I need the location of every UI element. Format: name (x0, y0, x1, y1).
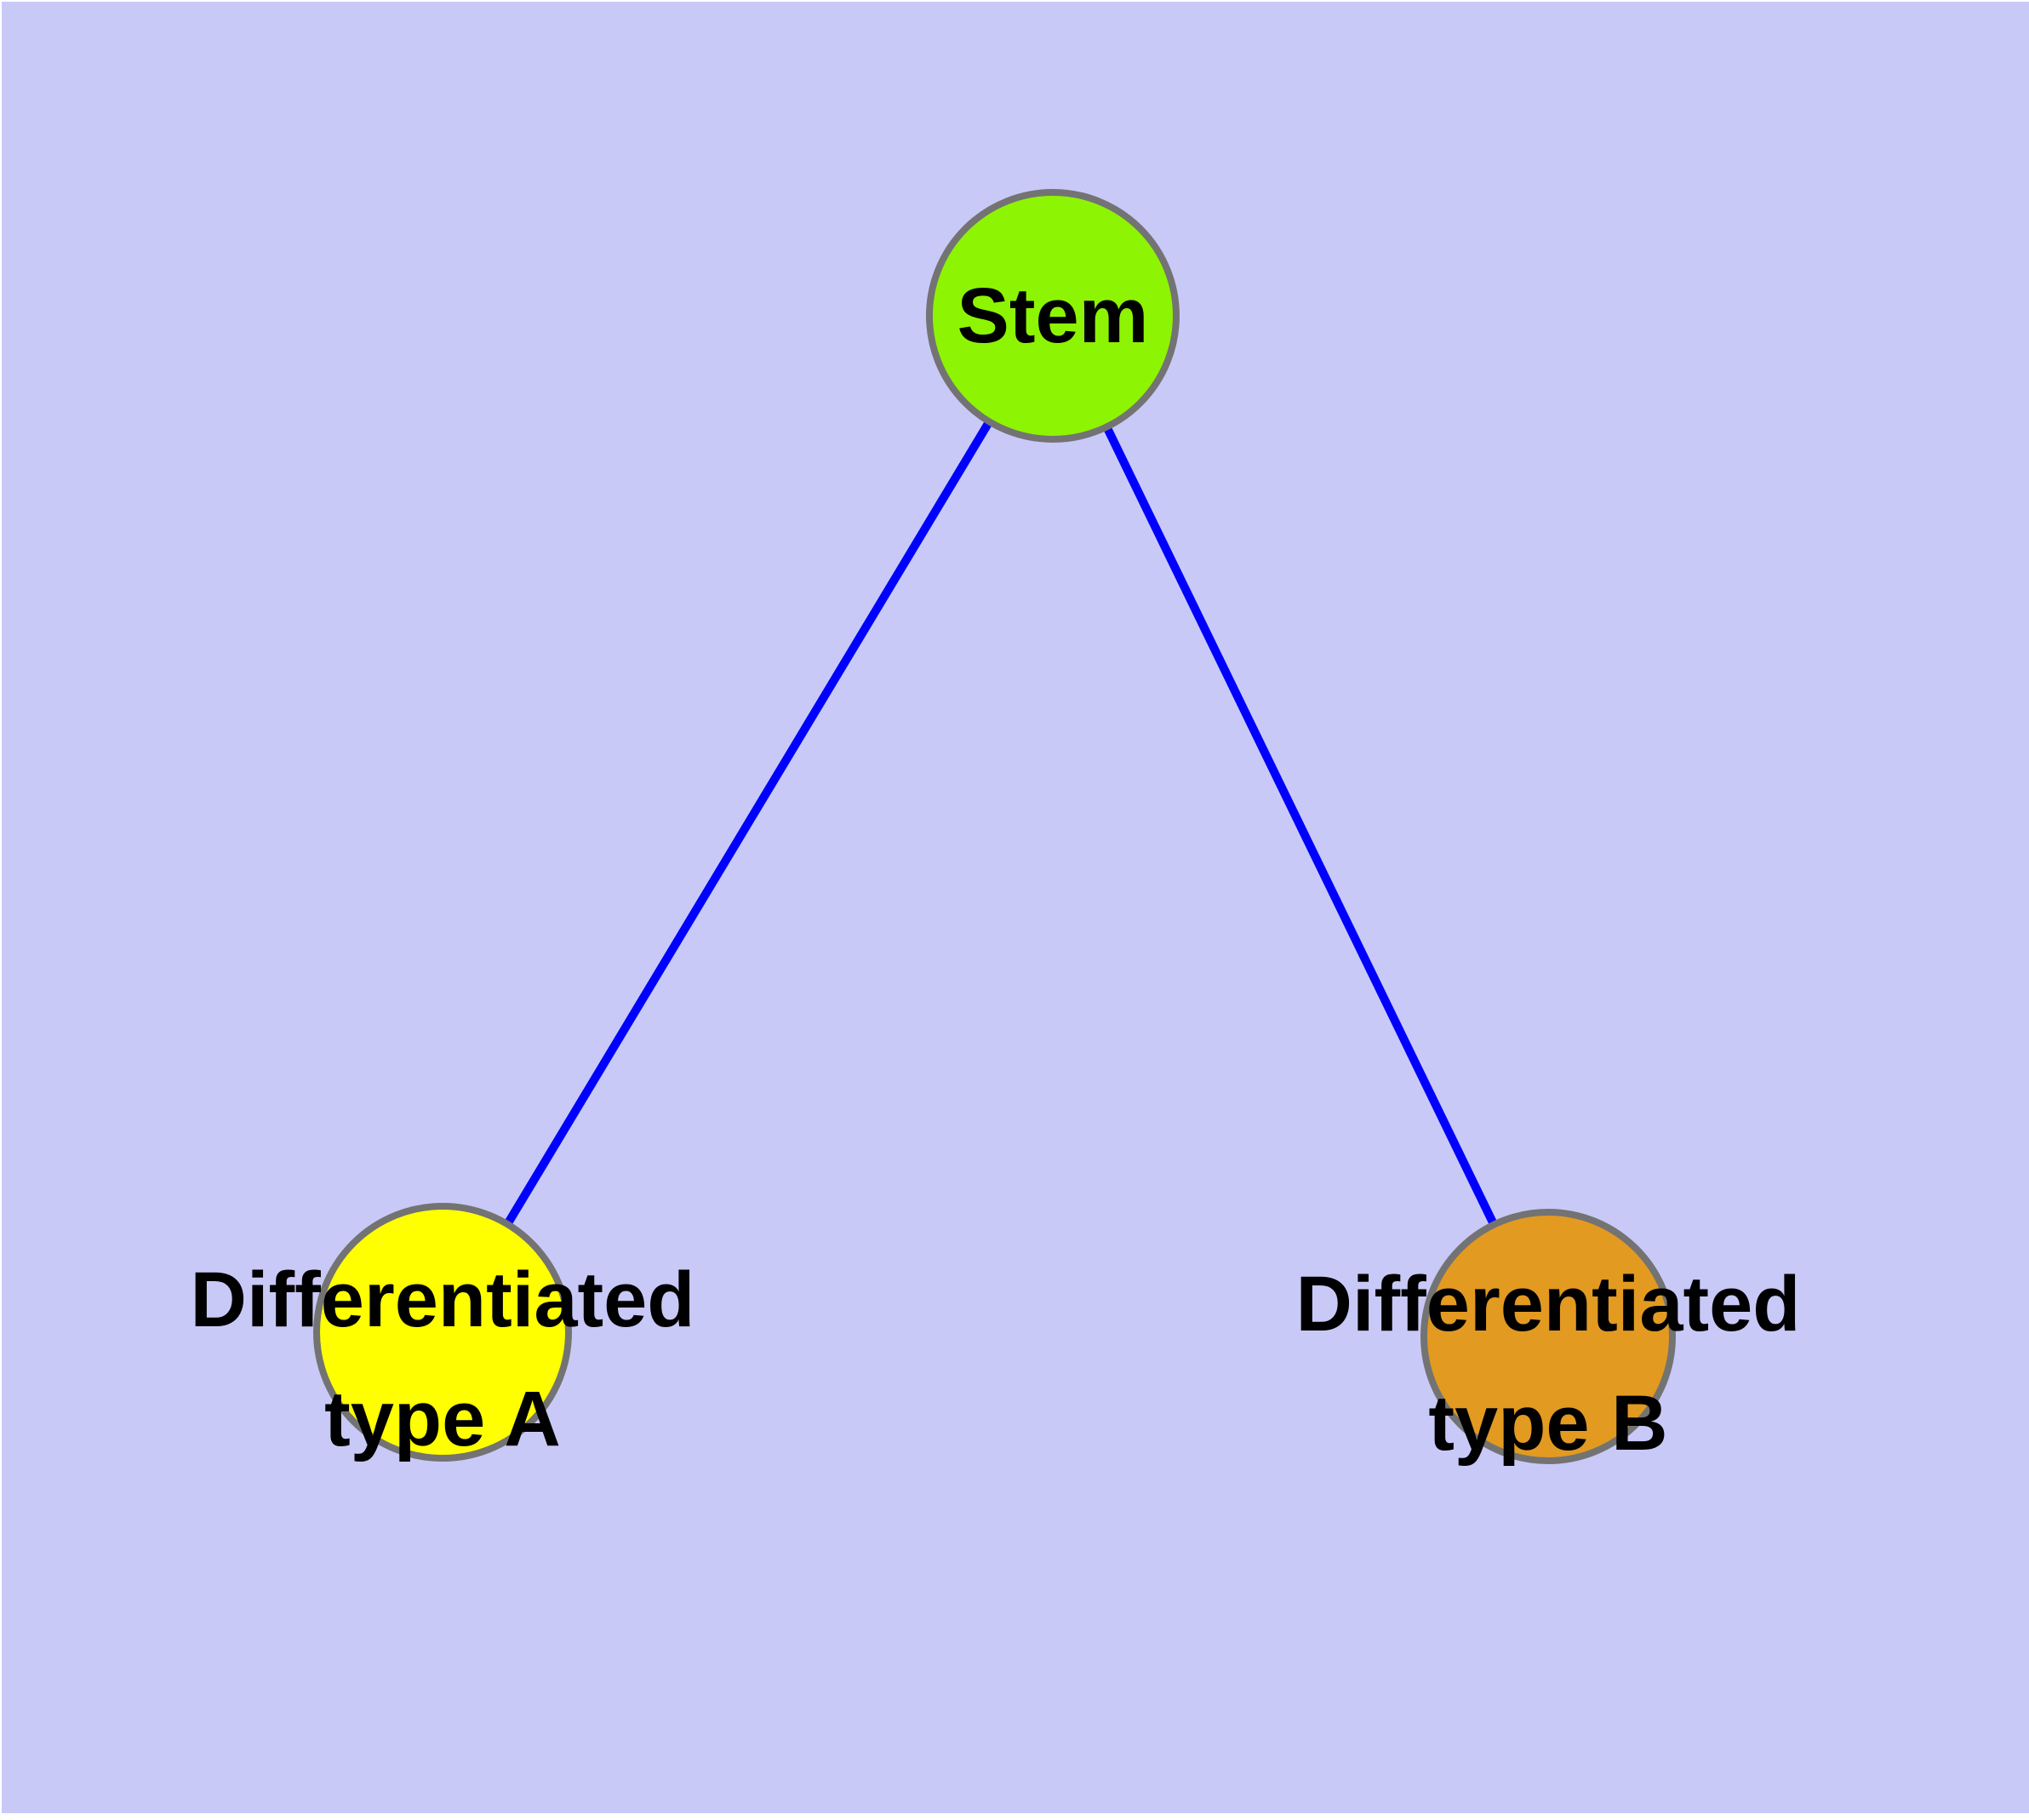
label-line-2: type A (324, 1376, 561, 1462)
node-stem: Stem (926, 189, 1180, 443)
node-differentiated-type-b: Differentiated type B (1296, 1209, 1800, 1467)
node-differentiated-type-a: Differentiated type A (191, 1203, 694, 1462)
node-differentiated-type-b-label: Differentiated type B (1296, 1245, 1801, 1483)
label-line-1: Differentiated (190, 1256, 695, 1343)
edge-stem-typeA (438, 313, 1057, 1335)
node-stem-label: Stem (957, 272, 1149, 359)
node-differentiated-type-a-label: Differentiated type A (191, 1240, 695, 1479)
label-line-1: Differentiated (1295, 1261, 1801, 1348)
edge-stem-typeB (1049, 313, 1552, 1339)
label-line-2: type B (1428, 1380, 1668, 1467)
